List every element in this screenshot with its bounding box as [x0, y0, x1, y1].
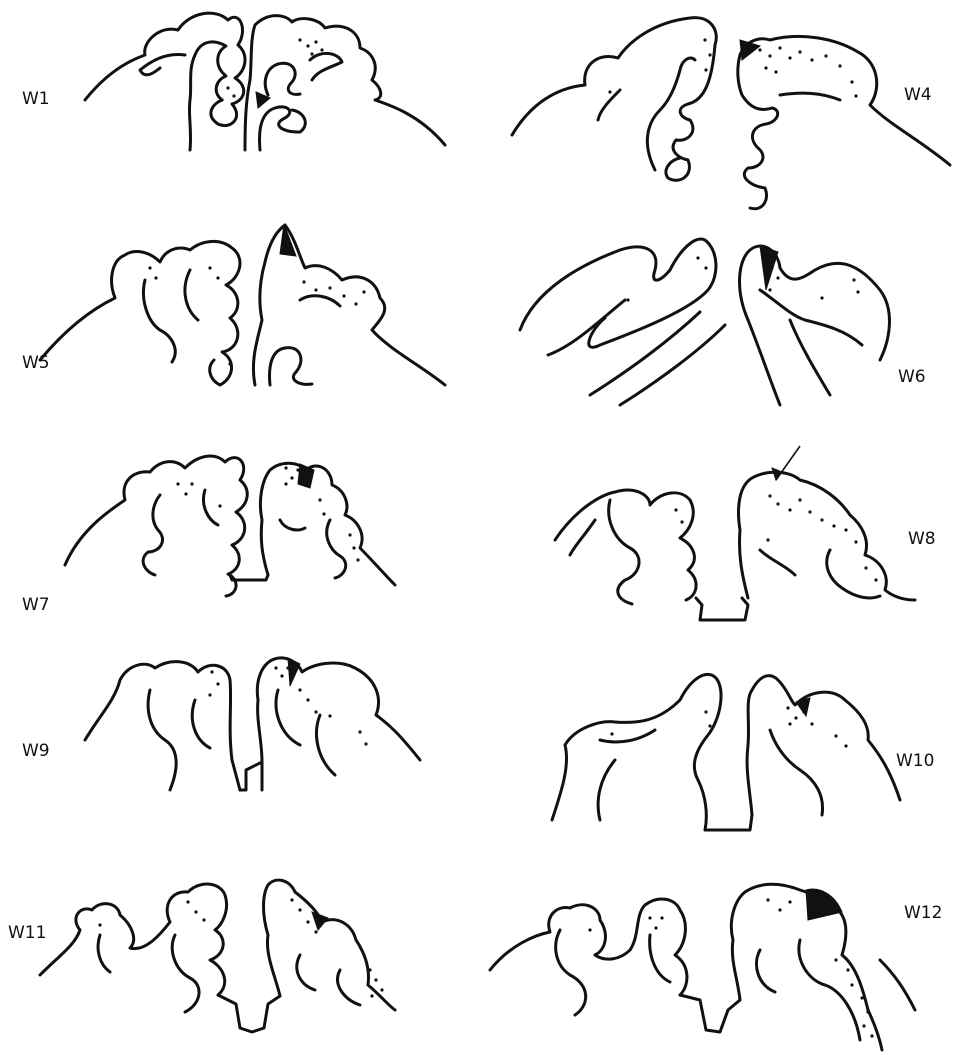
section-outline-w6 — [520, 239, 889, 405]
panel-w12: W12 — [490, 884, 942, 1050]
panel-label: W6 — [898, 367, 926, 387]
lesion-marker — [806, 889, 842, 920]
lesion-marker — [288, 658, 300, 686]
lesion-marker — [740, 40, 760, 60]
panel-label: W11 — [8, 923, 46, 943]
section-outline-w1 — [85, 13, 445, 150]
panel-label: W8 — [908, 529, 936, 549]
panel-label: W7 — [22, 595, 50, 615]
lesion-marker — [760, 246, 778, 290]
panel-w4: W4 — [512, 18, 950, 209]
section-dots-w8 — [674, 494, 877, 581]
panel-w10: W10 — [552, 674, 934, 830]
section-outline-w9 — [85, 658, 420, 790]
lesion-marker — [312, 912, 328, 930]
panel-label: W9 — [22, 741, 50, 761]
panel-label: W10 — [896, 751, 934, 771]
panel-w7: W7 — [22, 456, 395, 615]
panel-w8: W8 — [555, 446, 936, 620]
panel-w9: W9 — [22, 658, 420, 790]
section-outline-w4 — [512, 18, 950, 209]
panel-w11: W11 — [8, 880, 395, 1032]
panel-label: W5 — [22, 353, 50, 373]
arrow-head — [772, 468, 782, 480]
section-outline-w5 — [40, 225, 445, 385]
panel-label: W4 — [904, 85, 932, 105]
section-outline-w8 — [555, 472, 915, 620]
section-outline-w10 — [552, 674, 900, 830]
section-dots-w5 — [148, 266, 365, 365]
panel-label: W1 — [22, 89, 50, 109]
section-dots-w1 — [220, 38, 323, 101]
panel-w5: W5 — [22, 224, 445, 385]
section-dots-w4 — [608, 38, 857, 97]
panel-label: W12 — [904, 903, 942, 923]
section-outline-w12 — [490, 884, 915, 1050]
section-dots-w10 — [610, 706, 847, 747]
panel-w1: W1 — [22, 13, 445, 150]
section-outline-w7 — [65, 456, 395, 596]
panel-w6: W6 — [520, 239, 926, 405]
section-outline-w11 — [40, 880, 395, 1032]
